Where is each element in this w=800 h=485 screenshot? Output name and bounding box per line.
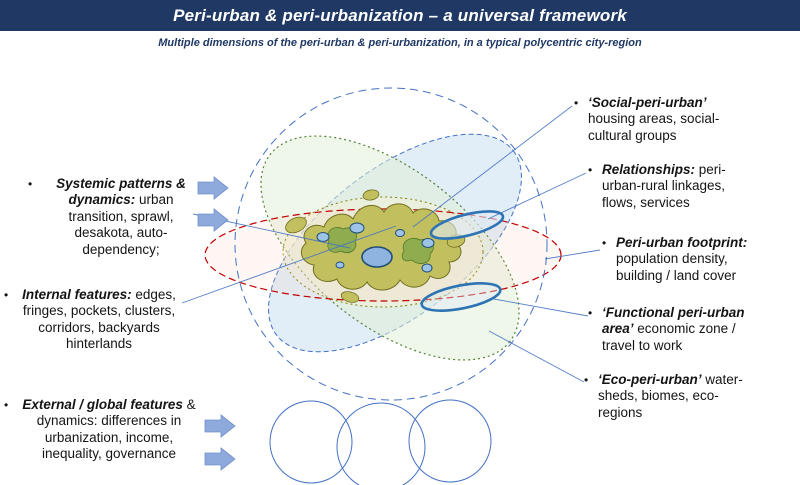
right-item-relationships: • Relationships: peri-urban-rural linkag… <box>588 162 746 211</box>
polycentric-venn-circles <box>269 399 492 485</box>
right-item-rest: population density, building / land cove… <box>616 251 737 283</box>
bullet-icon: • <box>588 163 593 177</box>
city-region-circle <box>234 87 548 401</box>
left-item-rest: & dynamics: differences in urbanization,… <box>36 397 196 462</box>
right-item-lead: Peri-urban footprint: <box>616 235 748 250</box>
bullet-icon: • <box>4 398 9 412</box>
bullet-icon: • <box>574 96 579 110</box>
right-item-functional-peri-urban: • ‘Functional peri-urban area’ economic … <box>588 305 758 354</box>
bullet-icon: • <box>28 177 33 191</box>
page-title: Peri-urban & peri-urbanization – a unive… <box>173 5 627 25</box>
right-item-rest: economic zone / travel to work <box>602 321 736 353</box>
right-item-peri-urban-footprint: • Peri-urban footprint: population densi… <box>602 235 770 284</box>
right-item-lead: ‘Eco-peri-urban’ <box>598 372 702 387</box>
left-item-external-features: • External / global features & dynamics:… <box>4 397 200 463</box>
header-bar: Peri-urban & peri-urbanization – a unive… <box>0 0 800 31</box>
left-item-rest: urban transition, sprawl, desakota, auto… <box>68 192 174 257</box>
block-arrow-icon <box>197 208 229 232</box>
left-item-internal-features: • Internal features: edges, fringes, poc… <box>4 287 180 353</box>
right-item-rest: housing areas, social-cultural groups <box>588 111 720 143</box>
right-item-eco-peri-urban: • ‘Eco-peri-urban’ water-sheds, biomes, … <box>584 372 749 421</box>
bullet-icon: • <box>602 236 607 250</box>
right-item-rest: peri-urban-rural linkages, flows, servic… <box>602 162 726 210</box>
left-item-rest: edges, fringes, pockets, clusters, corri… <box>22 287 176 352</box>
right-item-rest: water-sheds, biomes, eco-regions <box>598 372 743 420</box>
right-item-lead: Relationships: <box>602 162 696 177</box>
page-subtitle: Multiple dimensions of the peri-urban & … <box>158 37 642 49</box>
bullet-icon: • <box>588 306 593 320</box>
right-item-lead: ‘Functional peri-urban area’ <box>602 305 745 337</box>
block-arrow-icon <box>197 176 229 200</box>
connector-lines <box>181 105 601 383</box>
relationship-lenses <box>420 210 505 312</box>
block-arrow-icon <box>204 447 236 471</box>
left-item-lead: Internal features: <box>22 287 132 302</box>
right-item-social-peri-urban: • ‘Social-peri-urban’ housing areas, soc… <box>574 95 752 144</box>
settlement-spots <box>316 222 435 273</box>
right-item-lead: ‘Social-peri-urban’ <box>588 95 707 110</box>
left-item-lead: Systemic patterns & dynamics: <box>56 176 186 208</box>
block-arrow-icon <box>204 414 236 438</box>
bullet-icon: • <box>4 288 9 302</box>
left-item-lead: External / global features <box>22 397 183 412</box>
left-item-systemic-patterns: • Systemic patterns & dynamics: urban tr… <box>28 176 200 258</box>
bullet-icon: • <box>584 373 589 387</box>
block-arrow-icons <box>197 176 236 471</box>
